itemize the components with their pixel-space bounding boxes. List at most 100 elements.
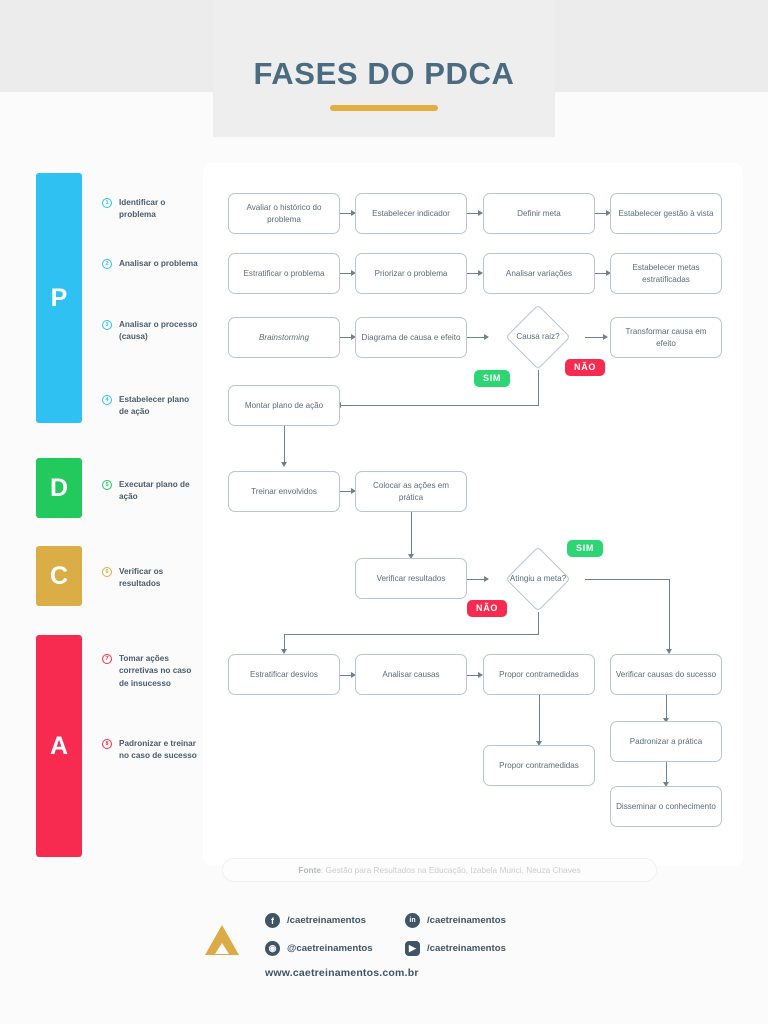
- step-label: Verificar os resultados: [119, 567, 164, 589]
- connector: [467, 273, 481, 275]
- connector: [666, 695, 668, 720]
- flow-node: Estratificar desvios: [228, 654, 340, 695]
- arrow-head: [665, 649, 672, 654]
- flow-node: Treinar envolvidos: [228, 471, 340, 512]
- flow-node: Propor contramedidas: [483, 745, 595, 786]
- step-number-badge: 4: [102, 395, 112, 405]
- connector: [669, 579, 671, 651]
- connector: [539, 695, 541, 743]
- connector: [538, 370, 540, 406]
- arrow-head: [478, 269, 483, 276]
- step-number-badge: 2: [102, 259, 112, 269]
- arrow-head: [407, 554, 414, 559]
- flow-node: Padronizar a prática: [610, 721, 722, 762]
- phase-bar-p: P: [36, 173, 82, 423]
- linkedin-icon: in: [405, 913, 420, 928]
- flow-node: Verificar resultados: [355, 558, 467, 599]
- phase-letter: C: [49, 561, 69, 590]
- phase-letter: A: [49, 731, 69, 760]
- connector: [467, 213, 481, 215]
- step-label: Executar plano de ação: [119, 480, 190, 502]
- social-handle: /caetreinamentos: [287, 915, 366, 926]
- arrow-head: [606, 269, 611, 276]
- phase-bar-d: D: [36, 458, 82, 518]
- decision-badge-sim: SIM: [474, 370, 511, 387]
- step-label: Tomar ações corretivas no caso de insuce…: [119, 654, 192, 688]
- arrow-head: [351, 487, 356, 494]
- step-label: Estabelecer plano de ação: [119, 395, 190, 417]
- flow-node: Montar plano de ação: [228, 385, 340, 426]
- source-text: : Gestão para Resultados na Educação, Iz…: [320, 865, 581, 875]
- social-link-linkedin[interactable]: in/caetreinamentos: [405, 913, 506, 928]
- connector: [585, 579, 670, 581]
- connector: [340, 273, 354, 275]
- flow-node: Propor contramedidas: [483, 654, 595, 695]
- connector: [340, 213, 354, 215]
- page-title: FASES DO PDCA: [253, 56, 515, 91]
- step-number-badge: 5: [102, 480, 112, 490]
- facebook-icon: f: [265, 913, 280, 928]
- connector: [595, 273, 609, 275]
- arrow-head: [478, 209, 483, 216]
- phase-step-5: 5 Executar plano de ação: [102, 479, 198, 504]
- arrow-head: [662, 782, 669, 787]
- social-handle: /caetreinamentos: [427, 943, 506, 954]
- phase-step-6: 6 Verificar os resultados: [102, 566, 198, 591]
- connector: [585, 337, 606, 339]
- header-center-column: [213, 0, 555, 137]
- flow-node: Colocar as ações em prática: [355, 471, 467, 512]
- flow-node: Brainstorming: [228, 317, 340, 358]
- connector: [467, 675, 481, 677]
- decision-badge-sim: SIM: [567, 540, 604, 557]
- connector: [284, 634, 286, 651]
- phase-step-3: 3 Analisar o processo (causa): [102, 319, 198, 344]
- decision-label: Atingiu a meta?: [509, 574, 567, 584]
- connector: [538, 612, 540, 635]
- social-handle: /caetreinamentos: [427, 915, 506, 926]
- instagram-icon: ◉: [265, 941, 280, 956]
- title-underline: [330, 105, 438, 111]
- phase-letter: P: [50, 283, 68, 312]
- flow-node: Transformar causa em efeito: [610, 317, 722, 358]
- flow-node: Diagrama de causa e efeito: [355, 317, 467, 358]
- step-number-badge: 1: [102, 198, 112, 208]
- connector: [411, 512, 413, 556]
- step-number-badge: 8: [102, 739, 112, 749]
- phase-step-1: 1 Identificar o problema: [102, 197, 198, 222]
- arrow-head: [280, 462, 287, 467]
- arrow-head: [351, 209, 356, 216]
- source-attribution: Fonte: Gestão para Resultados na Educaçã…: [222, 858, 657, 882]
- step-number-badge: 3: [102, 320, 112, 330]
- social-link-instagram[interactable]: ◉ @caetreinamentos: [265, 941, 373, 956]
- flow-node: Disseminar o conhecimento: [610, 786, 722, 827]
- flow-node: Avaliar o histórico do problema: [228, 193, 340, 234]
- flow-node: Analisar causas: [355, 654, 467, 695]
- source-label: Fonte: [298, 865, 321, 875]
- step-label: Analisar o processo (causa): [119, 320, 198, 342]
- connector: [284, 426, 286, 464]
- flow-node: Estratificar o problema: [228, 253, 340, 294]
- decision-badge-não: NÃO: [565, 359, 606, 376]
- connector: [467, 579, 487, 581]
- step-number-badge: 6: [102, 567, 112, 577]
- logo-triangle-inner-icon: [215, 943, 229, 954]
- arrow-head: [603, 333, 608, 340]
- social-handle: @caetreinamentos: [287, 943, 373, 954]
- social-link-youtube[interactable]: ▶ /caetreinamentos: [405, 941, 506, 956]
- youtube-icon: ▶: [405, 941, 420, 956]
- connector: [340, 491, 354, 493]
- connector: [340, 675, 354, 677]
- arrow-head: [478, 671, 483, 678]
- step-label: Identificar o problema: [119, 198, 166, 220]
- arrow-head: [484, 575, 489, 582]
- arrow-head: [351, 333, 356, 340]
- social-link-facebook[interactable]: f/caetreinamentos: [265, 913, 366, 928]
- phase-bar-a: A: [36, 635, 82, 857]
- website-url[interactable]: www.caetreinamentos.com.br: [265, 967, 419, 979]
- arrow-head: [484, 333, 489, 340]
- connector: [341, 405, 539, 407]
